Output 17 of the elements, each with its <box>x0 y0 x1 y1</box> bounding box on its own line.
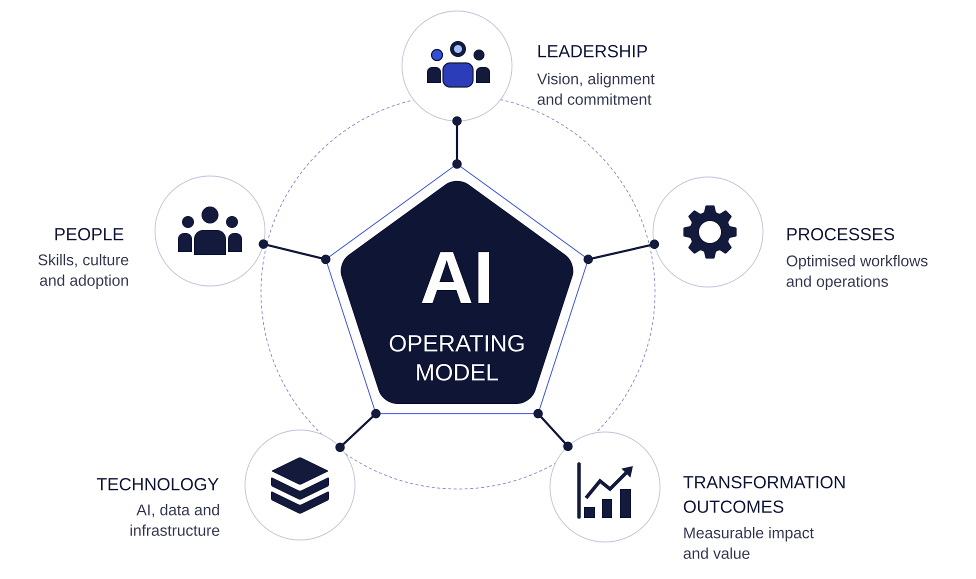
description: Skills, culture and adoption <box>38 254 128 289</box>
hub-title: AI <box>422 252 490 303</box>
heading: TECHNOLOGY <box>96 478 219 490</box>
hub-subtitle: OPERATING MODEL <box>390 335 524 381</box>
heading: PROCESSES <box>787 228 894 240</box>
heading: TRANSFORMATION OUTCOMES <box>683 476 845 513</box>
heading: PEOPLE <box>55 228 124 240</box>
connector <box>335 408 381 452</box>
connector <box>452 116 462 169</box>
connector <box>258 239 331 264</box>
description: Measurable impact and value <box>684 527 814 559</box>
description: Vision, alignment and commitment <box>537 73 655 105</box>
description: Optimised workflows and operations <box>786 255 928 290</box>
heading: LEADERSHIP <box>538 45 647 58</box>
connector <box>584 240 660 264</box>
connector <box>533 408 573 452</box>
description: AI, data and infrastructure <box>130 504 220 536</box>
